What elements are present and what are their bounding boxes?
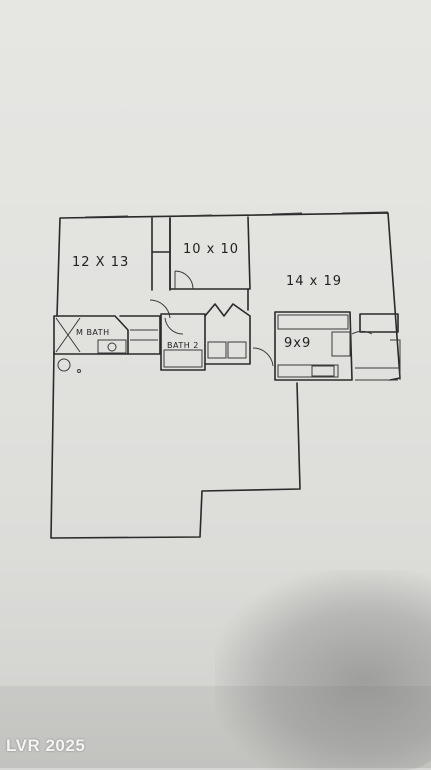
door-swing bbox=[174, 270, 194, 290]
kitchen-label: 9x9 bbox=[284, 336, 312, 351]
kitchen-wall bbox=[274, 311, 353, 381]
closet-wall bbox=[151, 217, 171, 291]
laundry-wall bbox=[204, 303, 251, 365]
bedroom-3-wall bbox=[169, 216, 251, 290]
bath-2-label: BATH 2 bbox=[167, 341, 199, 350]
exterior-wall bbox=[50, 212, 401, 539]
master-bath-wall bbox=[53, 315, 129, 355]
watermark: LVR 2025 bbox=[6, 736, 86, 755]
bedroom-2-label: 12 X 13 bbox=[72, 255, 130, 270]
master-bath-label: M BATH bbox=[76, 328, 110, 337]
paper-sheet bbox=[0, 0, 431, 686]
water-heater bbox=[57, 358, 71, 372]
living-room-label: 14 x 19 bbox=[286, 274, 343, 289]
bath-2-wall bbox=[160, 313, 206, 371]
bedroom-3-label: 10 x 10 bbox=[183, 242, 240, 257]
table-surface bbox=[0, 686, 431, 768]
hand-shadow bbox=[215, 570, 431, 770]
